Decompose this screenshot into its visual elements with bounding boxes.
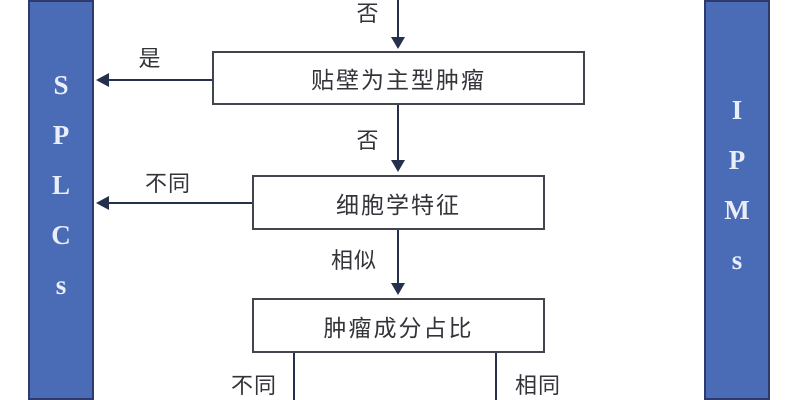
node-adherent-predominant-tumor: 贴壁为主型肿瘤 bbox=[212, 51, 585, 105]
arrowhead-down-icon bbox=[391, 160, 405, 172]
bar-letter: S bbox=[53, 70, 69, 100]
edge-yes-line bbox=[108, 79, 212, 81]
edge-label-bottom-different: 不同 bbox=[230, 373, 277, 398]
node-cytologic-features: 细胞学特征 bbox=[252, 175, 545, 230]
bar-letter: s bbox=[731, 245, 743, 275]
bar-letter: P bbox=[52, 120, 70, 150]
edge-top-entry-line bbox=[397, 0, 399, 38]
edge-label-top-no: 否 bbox=[356, 1, 380, 26]
arrowhead-down-icon bbox=[391, 37, 405, 49]
bar-letter: I bbox=[731, 95, 743, 125]
edge-label-different: 不同 bbox=[144, 171, 191, 196]
edge-different-line bbox=[108, 202, 252, 204]
edge-label-bottom-same: 相同 bbox=[514, 373, 561, 398]
edge-label-similar: 相似 bbox=[330, 248, 377, 273]
bar-letter: M bbox=[724, 195, 750, 225]
bar-letter: P bbox=[728, 145, 746, 175]
edge-similar-line bbox=[397, 230, 399, 284]
arrowhead-down-icon bbox=[391, 283, 405, 295]
edge-label-no: 否 bbox=[356, 128, 380, 153]
node-tumor-component-proportion: 肿瘤成分占比 bbox=[252, 298, 545, 353]
bar-letter: s bbox=[55, 270, 67, 300]
edge-no-line bbox=[397, 105, 399, 161]
arrowhead-left-icon bbox=[96, 73, 109, 87]
arrowhead-left-icon bbox=[96, 196, 109, 210]
edge-bottom-right-line bbox=[495, 353, 497, 400]
bar-letter: L bbox=[51, 170, 70, 200]
bar-letter: C bbox=[51, 220, 71, 250]
edge-label-yes: 是 bbox=[138, 46, 162, 71]
left-category-bar-splcs: S P L C s bbox=[28, 0, 94, 400]
right-category-bar-ipms: I P M s bbox=[704, 0, 770, 400]
edge-bottom-left-line bbox=[293, 353, 295, 400]
